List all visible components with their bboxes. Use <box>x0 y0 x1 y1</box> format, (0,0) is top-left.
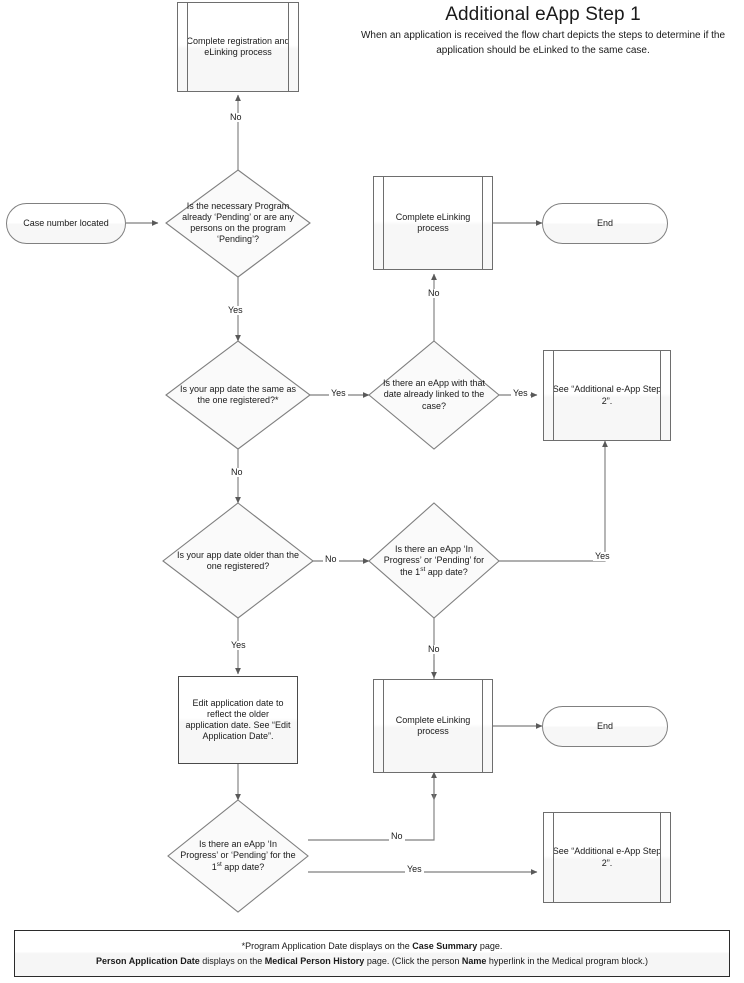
node-see-step2-2[interactable]: See “Additional e-App Step 2”. <box>543 812 671 903</box>
edge-d5-yes <box>499 440 608 562</box>
inprogress-2-text-pre: Is there an eApp ‘In Progress’ or ‘Pendi… <box>180 838 296 873</box>
footnote-l1-c: page. <box>477 941 503 952</box>
edge-label-no-5: No <box>426 644 442 654</box>
footnote-box: *Program Application Date displays on th… <box>14 930 730 977</box>
node-end-2-label: End <box>596 720 613 731</box>
node-see-step2-2-label: See “Additional e-App Step 2”. <box>552 846 662 868</box>
node-end-1[interactable]: End <box>542 203 668 244</box>
node-decision-older-date[interactable]: Is your app date older than the one regi… <box>168 534 308 588</box>
node-decision-inprogress-1[interactable]: Is there an eApp ‘In Progress’ or ‘Pendi… <box>374 528 494 594</box>
footnote-line-1: *Program Application Date displays on th… <box>242 939 503 953</box>
edge-label-yes-2: Yes <box>329 388 348 398</box>
node-decision-inprogress-1-label: Is there an eApp ‘In Progress’ or ‘Pendi… <box>374 544 494 579</box>
node-complete-elinking-2[interactable]: Complete eLinking process <box>373 679 493 773</box>
edge-label-no-6: No <box>389 831 405 841</box>
node-complete-registration[interactable]: Complete registration and eLinking proce… <box>177 2 299 92</box>
edge-label-yes-4: Yes <box>229 640 248 650</box>
footnote-l2-a: Person Application Date <box>96 955 200 966</box>
node-case-number-located-label: Case number located <box>23 217 109 228</box>
node-decision-program-pending-label: Is the necessary Program already ‘Pendin… <box>182 200 294 245</box>
footnote-l2-c: Medical Person History <box>264 955 365 966</box>
footnote-l2-b: displays on the <box>199 955 265 966</box>
inprogress-2-text-post: app date? <box>221 862 265 873</box>
page-title: Additional eApp Step 1 <box>445 4 641 25</box>
edge-label-no-3: No <box>426 288 442 298</box>
footnote-l2-d: page. (Click the person <box>364 955 462 966</box>
node-decision-inprogress-2-label: Is there an eApp ‘In Progress’ or ‘Pendi… <box>173 839 303 874</box>
edge-label-yes-3: Yes <box>511 388 530 398</box>
node-edit-application-date[interactable]: Edit application date to reflect the old… <box>178 676 298 764</box>
diamond-inprogress-2 <box>167 799 309 913</box>
node-end-2[interactable]: End <box>542 706 668 747</box>
header: Additional eApp Step 1 When an applicati… <box>345 4 741 58</box>
edge-label-no-1: No <box>228 112 244 122</box>
node-end-1-label: End <box>596 217 613 228</box>
inprogress-2-ordinal: st <box>216 861 222 869</box>
node-decision-same-date[interactable]: Is your app date the same as the one reg… <box>170 362 306 428</box>
footnote-l1-a: *Program Application Date displays on th… <box>241 941 413 952</box>
edge-label-yes-5: Yes <box>593 551 612 561</box>
page-subtitle: When an application is received the flow… <box>360 30 726 56</box>
inprogress-1-text-pre: Is there an eApp ‘In Progress’ or ‘Pendi… <box>383 543 485 578</box>
diamond-inprogress-1 <box>368 502 500 619</box>
node-decision-program-pending[interactable]: Is the necessary Program already ‘Pendin… <box>166 180 310 266</box>
node-complete-elinking-1-label: Complete eLinking process <box>395 211 471 233</box>
node-see-step2-1-label: See “Additional e-App Step 2”. <box>552 384 662 406</box>
node-complete-elinking-2-label: Complete eLinking process <box>395 714 471 736</box>
diamond-same-date <box>165 340 311 450</box>
node-decision-eapp-linked[interactable]: Is there an eApp with that date already … <box>372 362 496 428</box>
node-edit-application-date-label: Edit application date to reflect the old… <box>185 697 291 742</box>
edge-d6-no <box>308 771 437 841</box>
inprogress-1-ordinal: st <box>420 566 426 574</box>
diamond-older-date <box>162 502 314 619</box>
footnote-l2-f: hyperlink in the Medical program block.) <box>486 955 648 966</box>
footnote-l1-b: Case Summary <box>412 941 478 952</box>
footnote-l2-e: Name <box>461 955 487 966</box>
node-decision-older-date-label: Is your app date older than the one regi… <box>176 549 300 571</box>
footnote-line-2: Person Application Date displays on the … <box>96 954 648 968</box>
node-decision-inprogress-2[interactable]: Is there an eApp ‘In Progress’ or ‘Pendi… <box>173 823 303 889</box>
edge-label-no-4: No <box>323 554 339 564</box>
node-decision-same-date-label: Is your app date the same as the one reg… <box>179 383 297 405</box>
node-complete-elinking-1[interactable]: Complete eLinking process <box>373 176 493 270</box>
edge-label-yes-1: Yes <box>226 305 245 315</box>
edge-label-yes-6: Yes <box>405 864 424 874</box>
node-see-step2-1[interactable]: See “Additional e-App Step 2”. <box>543 350 671 441</box>
node-decision-eapp-linked-label: Is there an eApp with that date already … <box>382 378 486 411</box>
diamond-program-pending <box>165 169 311 278</box>
diamond-eapp-linked <box>368 340 500 450</box>
node-case-number-located[interactable]: Case number located <box>6 203 126 244</box>
node-complete-registration-label: Complete registration and eLinking proce… <box>186 35 290 57</box>
inprogress-1-text-post: app date? <box>425 567 468 578</box>
edge-label-no-2: No <box>229 467 245 477</box>
